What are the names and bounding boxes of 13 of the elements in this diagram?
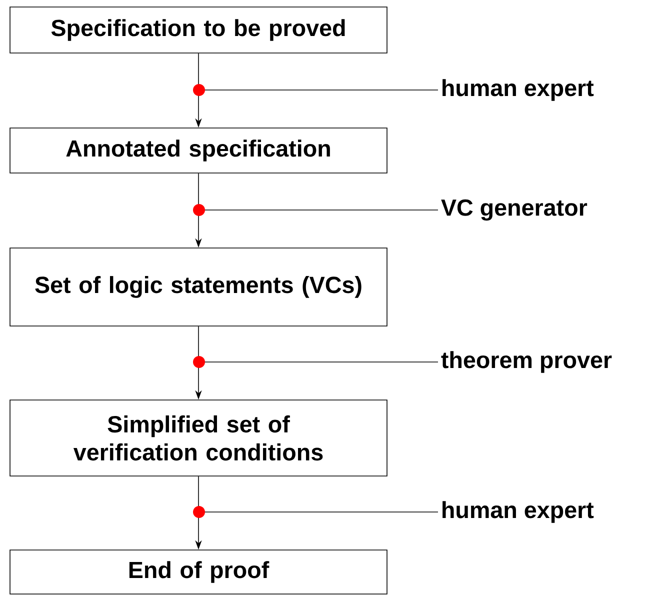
step-label: theorem prover [441,351,612,373]
leader-line [193,84,438,96]
process-box: Specification to be proved [10,6,388,54]
process-box: Annotated specification [10,128,388,174]
leader-line [193,204,438,216]
process-box: Set of logic statements (VCs) [10,248,388,326]
step-label: human expert [442,501,594,523]
step-label: VC generator [441,199,588,221]
step-label: human expert [442,79,594,101]
leader-line [193,506,438,518]
process-box: Simplified set of verification conditions [10,400,388,476]
leader-line [193,356,438,368]
process-box: End of proof [10,550,388,594]
